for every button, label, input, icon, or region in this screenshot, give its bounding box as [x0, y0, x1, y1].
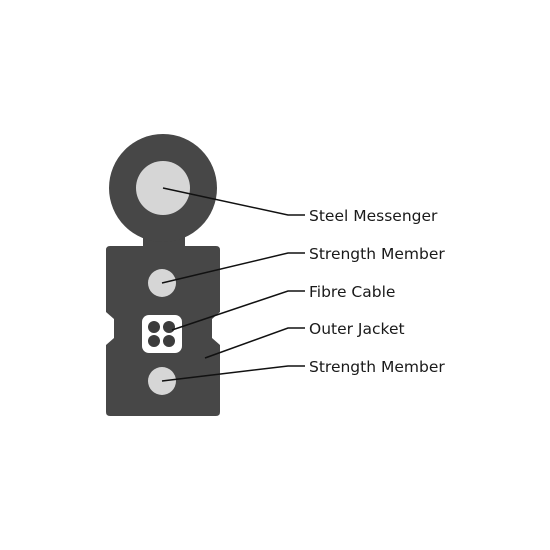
label-strength-member-bottom: Strength Member [309, 358, 445, 376]
label-fibre-cable: Fibre Cable [309, 283, 395, 301]
leader-line-steel-messenger [162, 187, 305, 216]
label-outer-jacket: Outer Jacket [309, 320, 405, 338]
fibre-core [163, 321, 175, 333]
label-steel-messenger: Steel Messenger [309, 207, 438, 225]
leader-line-strength-member-bottom [161, 365, 305, 382]
fibre-core [163, 335, 175, 347]
fibre-core [148, 335, 160, 347]
leader-line-outer-jacket [204, 327, 305, 359]
fibre-window [142, 315, 182, 353]
fibre-core [148, 321, 160, 333]
leader-line-strength-member-top [161, 252, 305, 284]
label-strength-member-top: Strength Member [309, 245, 445, 263]
leader-line-fibre-cable [171, 290, 305, 331]
